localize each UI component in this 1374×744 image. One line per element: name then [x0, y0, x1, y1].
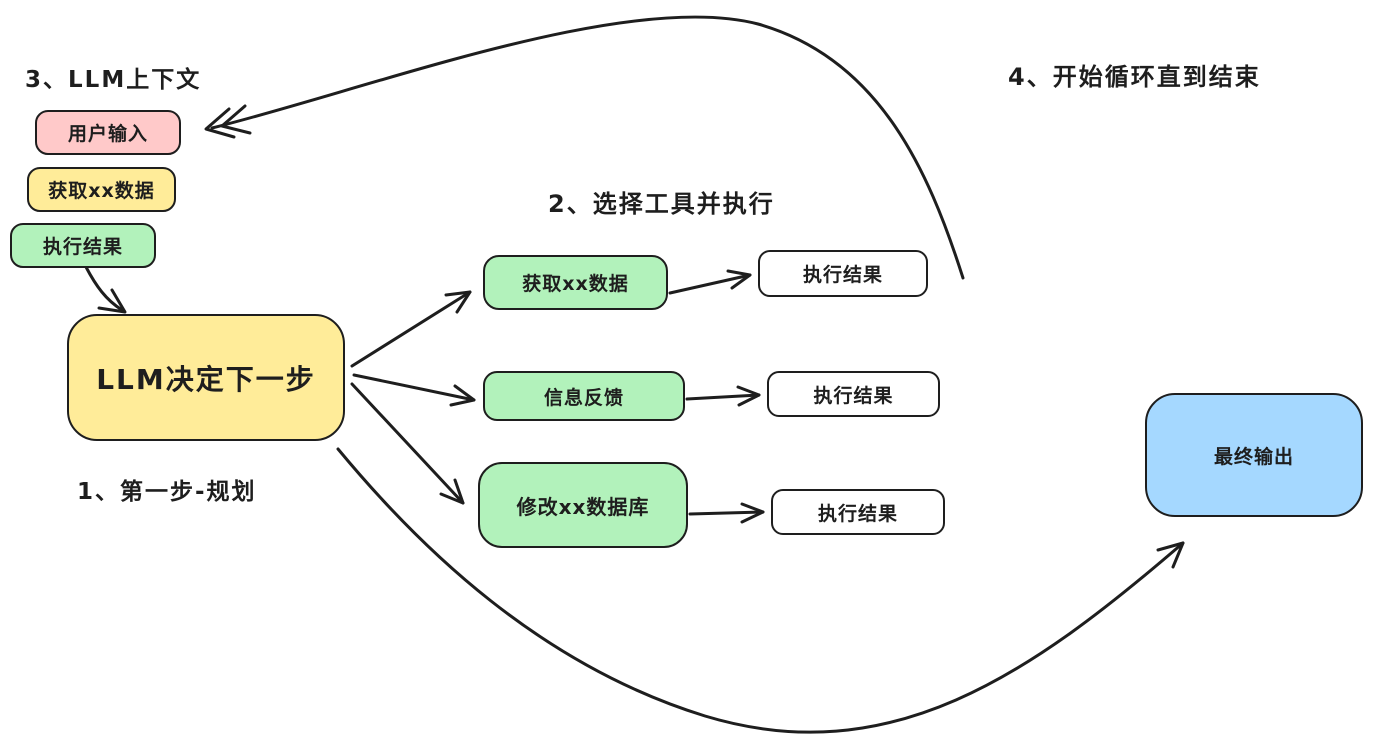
tool-box-modify-database: 修改xx数据库 [478, 462, 688, 548]
tool-box-feedback: 信息反馈 [483, 371, 685, 421]
planner-box: LLM决定下一步 [67, 314, 345, 441]
context-fetch-data-label: 获取xx数据 [48, 180, 155, 202]
tool-2-to-result-arrow [688, 502, 765, 524]
label-step-4-loop-until-done: 4、开始循环直到结束 [1008, 63, 1261, 91]
result-box-1: 执行结果 [767, 371, 940, 417]
result-2-label: 执行结果 [817, 502, 898, 525]
label-step-1-planning: 1、第一步-规划 [77, 479, 257, 505]
planner-to-tool-1-arrow [352, 373, 476, 407]
context-exec-result-box: 执行结果 [10, 223, 156, 268]
tool-feedback-label: 信息反馈 [543, 386, 624, 409]
user-input-label: 用户输入 [67, 123, 148, 145]
tool-0-to-result-arrow [668, 269, 752, 295]
planner-label: LLM决定下一步 [96, 362, 316, 396]
label-step-2-select-tool: 2、选择工具并执行 [548, 190, 775, 218]
loop-back-arrow [204, 15, 965, 280]
tool-1-to-result-arrow [685, 385, 761, 407]
final-output-box: 最终输出 [1145, 393, 1363, 517]
context-exec-result-label: 执行结果 [42, 236, 123, 258]
final-output-label: 最终输出 [1213, 445, 1294, 468]
result-box-0: 执行结果 [758, 250, 928, 297]
planner-to-tool-0-arrow [350, 290, 472, 368]
tool-fetch-data-label: 获取xx数据 [522, 273, 629, 295]
label-step-3-llm-context: 3、LLM上下文 [25, 67, 202, 93]
tool-box-fetch-data: 获取xx数据 [483, 255, 668, 310]
planner-to-tool-2-arrow [350, 382, 465, 505]
result-box-2: 执行结果 [771, 489, 945, 535]
planner-to-final-arrow [336, 447, 1185, 734]
user-input-box: 用户输入 [35, 110, 181, 155]
context-fetch-data-box: 获取xx数据 [27, 167, 176, 212]
result-0-label: 执行结果 [802, 264, 883, 286]
tool-modify-database-label: 修改xx数据库 [516, 494, 650, 519]
context-to-planner-arrow [84, 265, 127, 314]
result-1-label: 执行结果 [813, 384, 894, 407]
